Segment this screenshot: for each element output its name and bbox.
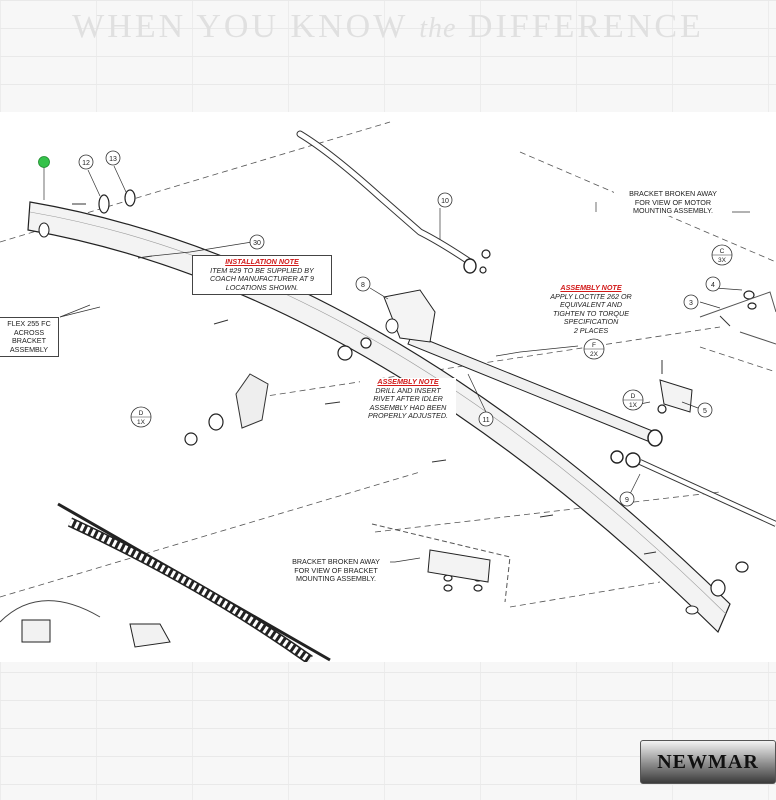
qty-count: 1X	[629, 402, 638, 409]
drawing-sheet: 12 13 30 10 8 11 3 4 5 9 C 3X F 2X D 1X …	[0, 112, 776, 665]
note-line: SPECIFICATION	[563, 317, 619, 327]
callout-label: 11	[482, 417, 489, 424]
qty-letter: F	[592, 342, 596, 349]
callout-label: 12	[82, 160, 90, 167]
note-heading: ASSEMBLY NOTE	[560, 283, 622, 292]
note-line: FLEX 255 FC	[7, 319, 51, 328]
callout-8	[355, 276, 371, 292]
note-line: BRACKET	[12, 336, 46, 346]
callout-12	[78, 154, 94, 170]
note-line: FOR VIEW OF BRACKET	[294, 565, 378, 575]
callout-10	[437, 192, 453, 208]
qty-count: 3X	[718, 257, 727, 264]
green-marker-icon[interactable]	[38, 156, 50, 168]
bracket-mount-note: BRACKET BROKEN AWAY FOR VIEW OF BRACKET …	[282, 557, 390, 584]
note-line: COACH MANUFACTURER AT 9	[209, 274, 315, 284]
callout-5	[697, 402, 713, 418]
callout-label: 5	[703, 408, 707, 415]
note-line: MOUNTING ASSEMBLY.	[632, 206, 713, 216]
slogan-part: DIFFERENCE	[467, 8, 704, 45]
note-line: ASSEMBLY HAD BEEN	[369, 402, 447, 412]
note-heading: INSTALLATION NOTE	[225, 257, 299, 266]
qty-letter: C	[720, 248, 725, 255]
note-line: TIGHTEN TO TORQUE	[552, 308, 629, 318]
callout-label: 30	[253, 240, 261, 247]
note-line: BRACKET BROKEN AWAY	[292, 557, 380, 566]
callout-label: 3	[689, 300, 693, 307]
callout-11	[478, 411, 494, 427]
qty-letter: D	[631, 393, 636, 400]
note-line: PROPERLY ADJUSTED.	[367, 411, 449, 421]
note-line: APPLY LOCTITE 262 OR	[550, 291, 632, 301]
note-line: DRILL AND INSERT	[375, 385, 441, 395]
callout-label: 4	[711, 282, 715, 289]
callout-30	[249, 234, 265, 250]
logo-text: NEWMAR	[657, 751, 759, 773]
callout-label: 8	[361, 282, 365, 289]
note-line: 2 PLACES	[573, 325, 609, 335]
note-line: MOUNTING ASSEMBLY.	[295, 574, 376, 584]
assembly-note-loctite: ASSEMBLY NOTE APPLY LOCTITE 262 OR EQUIV…	[540, 283, 642, 336]
note-line: BRACKET BROKEN AWAY	[629, 189, 717, 198]
qty-count: 2X	[590, 351, 599, 358]
callout-label: 10	[441, 198, 449, 205]
qty-count: 1X	[137, 419, 146, 426]
slogan-the: the	[419, 13, 457, 44]
assembly-note-rivet: ASSEMBLY NOTE DRILL AND INSERT RIVET AFT…	[360, 377, 456, 421]
installation-note: INSTALLATION NOTE ITEM #29 TO BE SUPPLIE…	[192, 255, 332, 296]
note-line: ACROSS	[13, 327, 45, 337]
note-line: ASSEMBLY	[9, 344, 49, 354]
note-heading: ASSEMBLY NOTE	[377, 377, 439, 386]
slogan-part: WHEN YOU KNOW	[72, 8, 408, 45]
motor-bracket-note: BRACKET BROKEN AWAY FOR VIEW OF MOTOR MO…	[614, 189, 732, 216]
callout-4	[705, 276, 721, 292]
slogan-banner: WHEN YOU KNOW the DIFFERENCE	[0, 8, 776, 46]
callout-9	[619, 491, 635, 507]
qty-letter: D	[139, 410, 144, 417]
note-line: LOCATIONS SHOWN.	[225, 282, 299, 292]
note-line: FOR VIEW OF MOTOR	[634, 197, 712, 207]
note-line: EQUIVALENT AND	[559, 300, 623, 310]
callout-label: 9	[625, 497, 629, 504]
callout-label: 13	[109, 156, 117, 163]
newmar-logo: NEWMAR	[640, 740, 776, 784]
callout-13	[105, 150, 121, 166]
flex-bracket-note: FLEX 255 FC ACROSS BRACKET ASSEMBLY	[0, 317, 59, 358]
note-line: ITEM #29 TO BE SUPPLIED BY	[210, 265, 314, 275]
note-line: RIVET AFTER IDLER	[373, 394, 443, 404]
wiper-exploded-diagram: 12 13 30 10 8 11 3 4 5 9 C 3X F 2X D 1X …	[0, 121, 776, 665]
callout-3	[683, 294, 699, 310]
